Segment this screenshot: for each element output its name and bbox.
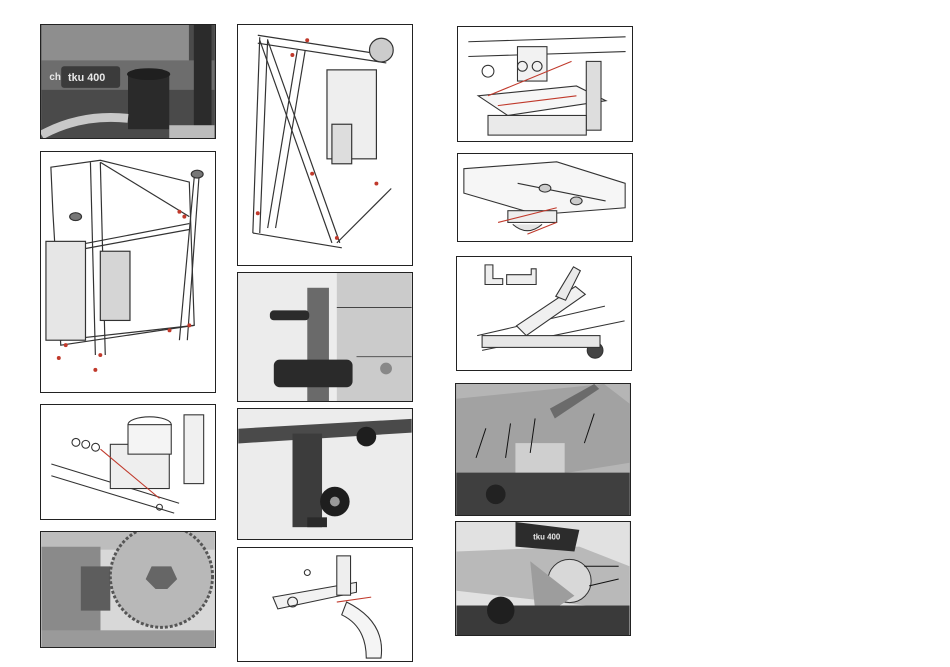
upper-handle (270, 310, 309, 320)
panel-1-photo-dust-port: ch tku 400 (40, 24, 216, 139)
lower-handle (274, 360, 353, 388)
rip-fence-drawing (457, 257, 631, 370)
handle-illustration (238, 273, 412, 401)
fence-profile-a (485, 265, 503, 285)
panel-3-motor-mount (40, 404, 216, 520)
panel-10-fence-rail (457, 153, 633, 242)
panel-9-table-mount (457, 26, 633, 142)
table-mount-drawing (458, 27, 632, 141)
motor-mount-drawing (41, 405, 215, 519)
panel-12-table-photo (455, 383, 631, 516)
saw-blade-illustration (41, 532, 215, 647)
brand-prefix: ch (49, 72, 60, 83)
frame-assembly-drawing (41, 152, 215, 392)
miter-photo-illustration: tku 400 (456, 522, 630, 635)
panel-13-miter-photo: tku 400 (455, 521, 631, 636)
stand-frame-drawing (238, 25, 412, 265)
panel-11-rip-fence (456, 256, 632, 371)
blade-guard-drawing (238, 548, 412, 661)
model-label-2: tku 400 (533, 533, 561, 542)
panel-2-frame-assembly (40, 151, 216, 393)
fence-profile-b (507, 269, 536, 285)
panel-6-handle-photo (237, 272, 413, 402)
panel-7-wheels-photo (237, 408, 413, 540)
dust-port-illustration: ch tku 400 (41, 25, 215, 138)
panel-4-saw-blade-photo (40, 531, 216, 648)
fence-rail-drawing (458, 154, 632, 241)
table-photo-illustration (456, 384, 630, 515)
panel-8-blade-guard (237, 547, 413, 662)
wheels-illustration (238, 409, 412, 539)
panel-5-stand-frame (237, 24, 413, 266)
model-label: tku 400 (68, 72, 105, 84)
dust-port (128, 72, 169, 129)
